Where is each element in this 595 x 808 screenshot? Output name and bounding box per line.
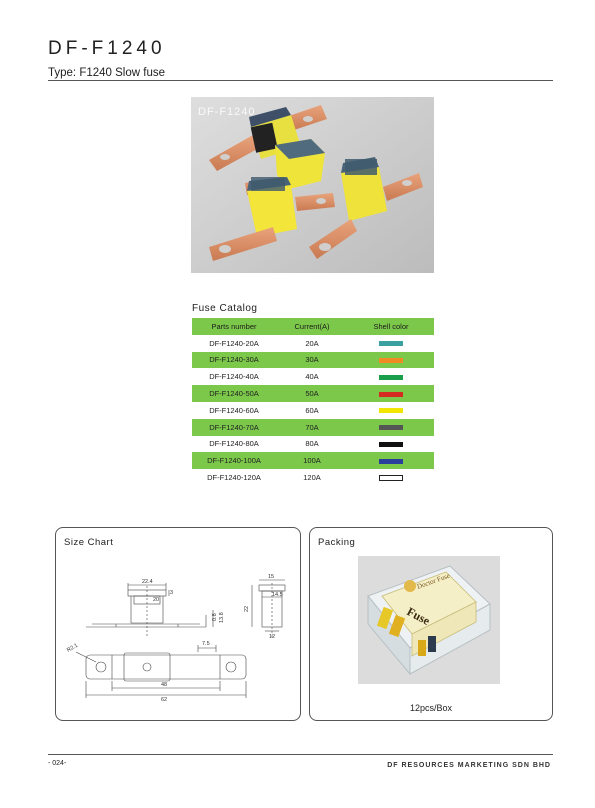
footer-divider [48,754,553,755]
table-row: DF-F1240-50A 50A [192,385,434,402]
shell-color-cell [348,436,434,453]
dim-top-width: 22.4 [142,579,153,585]
size-chart-drawing: 22.4 20 3 0.8 13.8 15 14.5 22 12 R2.1 7.… [66,574,286,703]
shell-color-cell [348,402,434,419]
dim-tab: 7.5 [202,641,210,647]
catalog-title: Fuse Catalog [192,303,258,314]
dim-side-height: 22 [244,606,250,612]
size-chart-title: Size Chart [64,537,114,548]
shell-color-swatch [379,425,403,431]
table-row: DF-F1240-120A 120A [192,469,434,486]
shell-color-swatch [379,341,403,347]
packing-title: Packing [318,537,356,548]
shell-color-swatch [379,408,403,414]
current-rating: 20A [305,338,319,348]
shell-color-swatch [379,441,403,447]
part-number: DF-F1240-70A [192,418,276,436]
current-rating: 120A [303,473,321,483]
current-rating: 50A [276,385,348,402]
current-rating: 70A [276,418,348,436]
page-title: DF-F1240 [48,38,166,59]
dim-height-a: 3 [170,590,173,596]
shell-color-cell [348,335,434,352]
table-header-row: Parts number Current(A) Shell color [192,318,434,335]
dim-side-bottom: 12 [269,634,275,640]
current-rating: 30A [276,351,348,369]
photo-watermark-label: DF-F1240 [198,106,256,118]
part-number: DF-F1240-60A [209,405,259,415]
part-number: DF-F1240-50A [192,385,276,402]
current-rating: 100A [276,452,348,470]
column-header-shell-color: Shell color [348,318,434,335]
dim-side-inner: 14.5 [272,592,283,598]
table-row: DF-F1240-100A 100A [192,452,434,470]
part-number: DF-F1240-100A [192,452,276,470]
shell-color-cell [348,385,434,402]
part-number: DF-F1240-80A [209,439,259,449]
shell-color-cell [348,469,434,486]
column-header-current: Current(A) [276,318,348,335]
column-header-part: Parts number [192,318,276,335]
table-row: DF-F1240-70A 70A [192,418,434,436]
current-rating: 60A [305,405,319,415]
dim-hole-radius: R2.1 [66,643,79,654]
table-row: DF-F1240-30A 30A [192,351,434,369]
company-name: DF RESOURCES MARKETING SDN BHD [387,762,551,769]
part-number: DF-F1240-40A [209,372,259,382]
shell-color-swatch [379,391,403,397]
packing-photo: Doctor Fuse Fuse [358,556,500,684]
shell-color-cell [348,368,434,385]
size-chart-panel: Size Chart [55,527,301,721]
packing-box-illustration: Doctor Fuse Fuse [358,556,500,684]
shell-color-cell [348,452,434,470]
fuse-illustration [191,97,434,273]
dim-inner-width: 20 [153,597,159,603]
part-number: DF-F1240-120A [207,473,261,483]
part-number: DF-F1240-30A [192,351,276,369]
dim-height-b: 0.8 [212,613,218,621]
title-divider [48,80,553,81]
packing-panel: Packing Doctor Fuse Fuse 12pcs/Box [309,527,553,721]
dim-height-c: 13.8 [219,612,225,623]
shell-color-swatch [379,458,403,464]
shell-color-swatch [379,475,403,482]
table-row: DF-F1240-80A 80A [192,436,434,453]
fuse-type-subtitle: Type: F1240 Slow fuse [48,67,165,79]
current-rating: 40A [305,372,319,382]
shell-color-cell [348,351,434,369]
dim-total-length: 62 [161,697,167,703]
fuse-catalog-table: Parts number Current(A) Shell color DF-F… [192,318,434,486]
shell-color-swatch [379,358,403,363]
dim-body-length: 48 [161,682,167,688]
packing-caption: 12pcs/Box [409,703,453,713]
current-rating: 80A [305,439,319,449]
shell-color-swatch [379,374,403,380]
product-photo: DF-F1240 [191,97,434,273]
dim-side-top: 15 [268,574,274,580]
shell-color-cell [348,418,434,436]
table-row: DF-F1240-20A 20A [192,335,434,352]
page-number: - 024- [48,760,67,767]
table-row: DF-F1240-60A 60A [192,402,434,419]
table-row: DF-F1240-40A 40A [192,368,434,385]
part-number: DF-F1240-20A [209,338,259,348]
